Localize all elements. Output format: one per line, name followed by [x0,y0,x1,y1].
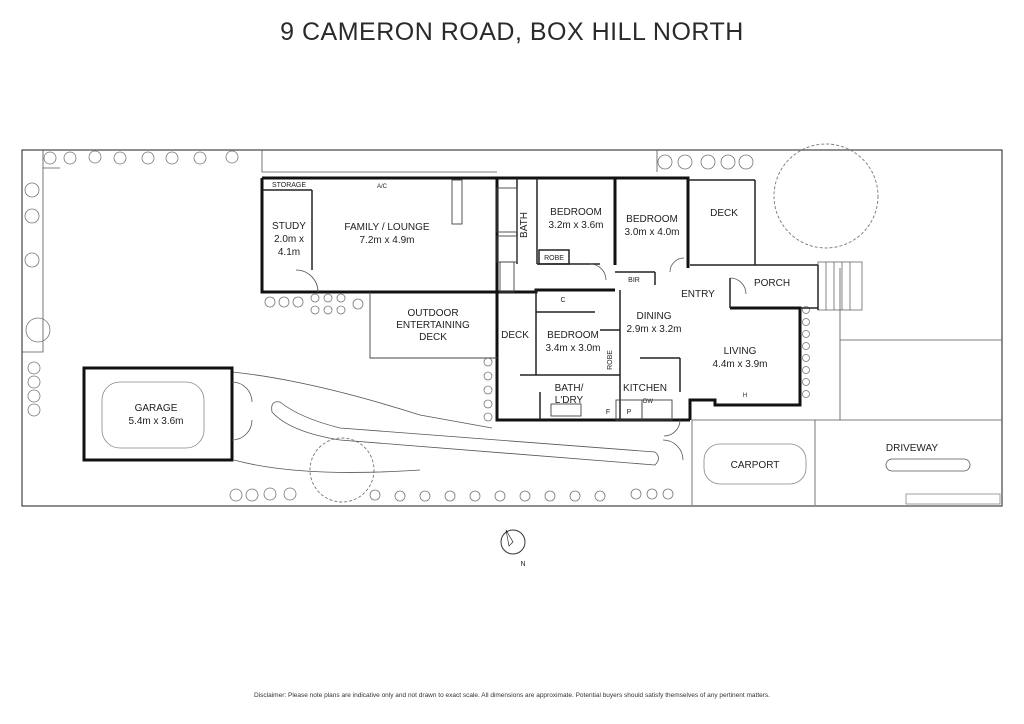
deck-outlines [369,179,673,421]
bir-label: BIR [628,277,640,284]
bedroom-1-dim: 3.2m x 3.6m [548,220,603,231]
door-swings [231,257,747,461]
study-dim-1: 2.0m x [274,234,304,245]
driveway-label: DRIVEWAY [886,443,939,454]
fence-lines [22,150,1002,505]
bedroom-3-label: BEDROOM [547,330,599,341]
dining-dim: 2.9m x 3.2m [626,324,681,335]
garage-dim: 5.4m x 3.6m [128,416,183,427]
carport-label: CARPORT [731,460,780,471]
driveway-strips [231,371,971,473]
bedroom-2-label: BEDROOM [626,214,678,225]
outdoor-deck-label-3: DECK [419,332,447,343]
bedroom-3-dim: 3.4m x 3.0m [545,343,600,354]
pantry-label: P [627,409,632,416]
compass-icon [500,529,526,555]
heater-label: H [743,393,747,399]
bath-laundry-label-1: BATH/ [555,383,584,394]
fridge-label: F [606,409,610,416]
ac-label: A/C [377,184,388,190]
cupboard-label: C [560,297,565,304]
shrubs [24,150,810,502]
compass-north-label: N [520,561,525,568]
page-title: 9 CAMERON ROAD, BOX HILL NORTH [280,18,744,46]
outdoor-deck-label-2: ENTERTAINING [396,320,470,331]
deck-lower-label: DECK [501,330,529,341]
side-stairs [817,261,863,311]
disclaimer: Disclaimer: Please note plans are indica… [254,692,770,699]
study-dim-2: 4.1m [278,247,300,258]
garage-label: GARAGE [135,403,178,414]
living-dim: 4.4m x 3.9m [712,359,767,370]
family-lounge-label: FAMILY / LOUNGE [344,222,430,233]
trees [309,143,879,503]
bath-laundry-label-2: L'DRY [555,395,584,406]
storage-label: STORAGE [272,182,306,189]
living-label: LIVING [724,346,757,357]
dishwasher-label: DW [643,399,653,405]
bath-label: BATH [519,212,530,238]
kitchen-label: KITCHEN [623,383,667,394]
entry-label: ENTRY [681,289,715,300]
robe-1-label: ROBE [544,255,564,262]
study-label: STUDY [272,221,306,232]
bedroom-2-dim: 3.0m x 4.0m [624,227,679,238]
deck-upper-label: DECK [710,208,738,219]
garage [82,366,234,462]
bedroom-1-label: BEDROOM [550,207,602,218]
dining-label: DINING [637,311,672,322]
family-lounge-dim: 7.2m x 4.9m [359,235,414,246]
kerb-hedge [905,493,1001,505]
porch-label: PORCH [754,278,790,289]
property-boundary [21,149,1003,507]
robe-2-label: ROBE [607,350,614,370]
carport-car-outline [703,443,807,485]
outdoor-deck-label-1: OUTDOOR [407,308,458,319]
